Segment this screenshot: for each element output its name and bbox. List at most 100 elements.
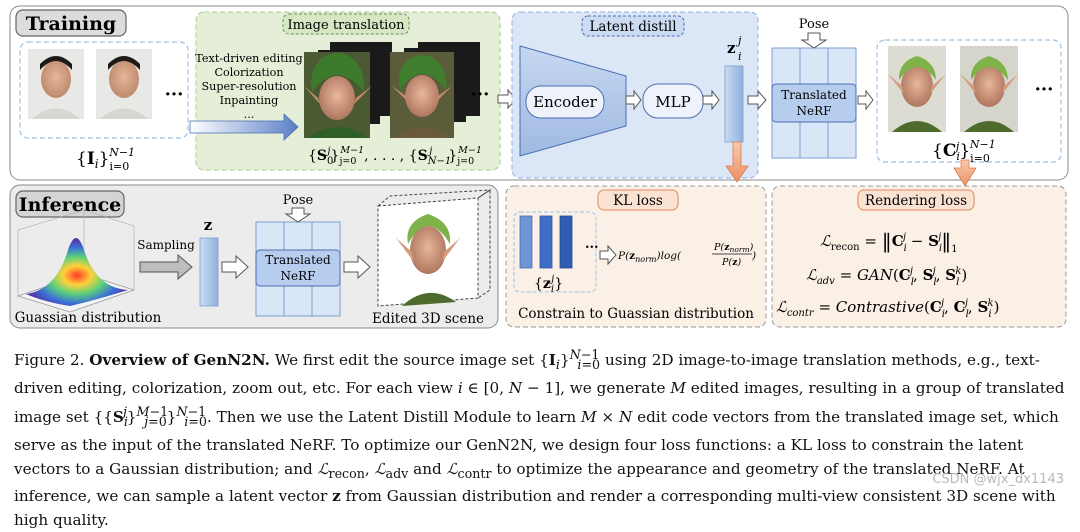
input-photo-1 [28, 49, 84, 119]
gaussian-label: Guassian distribution [15, 310, 162, 326]
edit-arrow [189, 113, 299, 141]
rendered-set-label: {Cij}i=0N−1 [932, 138, 996, 165]
svg-text:P(znorm)log(: P(znorm)log( [617, 250, 682, 264]
rendered-images-group [876, 39, 1062, 163]
svg-text:{Cij}i=0N−1: {Cij}i=0N−1 [932, 138, 996, 165]
caption-math-view-range: i [457, 378, 463, 397]
sampled-code-bar [199, 237, 219, 307]
loss-contr: ℒcontr = Contrastive(Cij, Clj, Sik) [776, 298, 999, 320]
training-title: Training [26, 13, 116, 35]
caption-math-translated-set: {{Sij}M−1j=0}N−1i=0 [93, 404, 207, 430]
pose-label-training: Pose [799, 17, 830, 32]
mlp-label: MLP [655, 93, 690, 111]
translation-ellipsis: ··· [471, 84, 490, 105]
edit-op-super-resolution: Super-resolution [201, 80, 296, 93]
inference-tag [15, 190, 125, 218]
svg-text:{Ii}i=0N−1: {Ii}i=0N−1 [76, 146, 135, 173]
rendered-ellipsis: ··· [1035, 79, 1054, 100]
caption-math-m: M [670, 378, 686, 397]
caption-math-mxn: M × N [581, 408, 633, 427]
svg-text:...: ... [585, 237, 599, 252]
pose-label-inference: Pose [283, 193, 314, 208]
input-ellipsis: ··· [165, 84, 184, 105]
nerf-to-render-arrow [857, 89, 874, 111]
elf-stack-1 [304, 42, 392, 138]
sampling-label: Sampling [137, 238, 195, 252]
caption-text-1: We first edit the source image set [274, 351, 535, 370]
nerf-to-scene-arrow [343, 254, 371, 280]
kl-loss-title: KL loss [613, 193, 663, 209]
elf-stack-2 [390, 42, 480, 138]
edit-op-text-driven: Text-driven editing [195, 52, 302, 65]
latent-code-label: z j i [727, 34, 742, 63]
input-images-group [19, 41, 189, 139]
figure-caption: Figure 2. Overview of GenN2N. We first e… [14, 347, 1065, 529]
edit-ops-list: Text-driven editing Colorization Super-r… [195, 52, 302, 121]
image-translation-title: Image translation [287, 18, 405, 33]
edited-3d-scene [377, 189, 492, 307]
edited-scene-label: Edited 3D scene [372, 311, 484, 327]
svg-text:j: j [735, 34, 742, 47]
encoder-to-mlp-arrow [625, 89, 642, 111]
svg-text:ℒcontr = Contrastive(Cij, Clj,: ℒcontr = Contrastive(Cij, Clj, Sik) [776, 298, 999, 320]
loss-adv: ℒadv = GAN(Clj, Slj, Slk) [806, 266, 967, 288]
svg-text:{S0j}j=0M−1, . . . , {SN−1j}j=: {S0j}j=0M−1, . . . , {SN−1j}j=0M−1 [308, 145, 482, 167]
latent-distill-tag [581, 15, 685, 37]
gaussian-surface-plot [16, 209, 136, 313]
caption-figure-number: Figure 2. [14, 351, 85, 370]
translated-nerf-inference: Translated NeRF [255, 221, 341, 317]
rendered-photo-2 [960, 46, 1018, 132]
watermark: CSDN @wjx_dx1143 [932, 472, 1064, 487]
pose-arrow-training [800, 32, 828, 49]
svg-text:Translated: Translated [781, 88, 847, 102]
latent-codes-stack: ... {zij} [513, 211, 599, 295]
to-rendering-loss-arrow [953, 159, 977, 187]
z-label-inference: z [204, 216, 213, 234]
inference-title: Inference [19, 194, 122, 216]
svg-text:{zij}: {zij} [534, 274, 563, 295]
pose-arrow-inference [284, 207, 312, 223]
inference-panel [9, 184, 499, 329]
caption-text-5: . Then we use the Latent Distill Module … [206, 408, 577, 427]
sampling-arrow [139, 253, 193, 281]
encoder-label: Encoder [533, 93, 598, 111]
edit-op-more: ... [244, 108, 255, 121]
input-set-label: {Ii}i=0N−1 [76, 146, 135, 173]
rendered-photo-1 [888, 46, 946, 132]
caption-math-losses: ℒrecon, ℒadv and ℒcontr [317, 459, 492, 481]
constrain-label: Constrain to Guassian distribution [518, 306, 754, 322]
genn2n-overview-figure: Training ··· {Ii}i=0N−1 Image translatio… [9, 5, 1069, 329]
caption-text-3: , we generate [560, 378, 666, 397]
edit-op-colorization: Colorization [214, 66, 283, 79]
caption-math-source-set: {Ii}N−1i=0 [539, 347, 601, 373]
latent-code-bar [724, 65, 744, 143]
svg-text:Translated: Translated [265, 253, 331, 267]
kl-loss-tag [597, 189, 679, 211]
svg-text:P(z): P(z) [721, 257, 742, 268]
rendering-loss-panel [771, 185, 1067, 328]
caption-text-2: using 2D image-to-image translation meth… [14, 351, 1040, 397]
svg-text:P(znorm): P(znorm) [713, 242, 754, 254]
svg-text:NeRF: NeRF [797, 104, 832, 118]
latent-distill-title: Latent distill [589, 19, 676, 35]
training-tag [15, 9, 127, 37]
z-to-nerf-arrow-inf [221, 254, 249, 280]
caption-math-z: z [332, 487, 341, 506]
caption-title: Overview of GenN2N. [89, 351, 270, 370]
svg-text:z: z [727, 39, 736, 57]
translated-nerf-training: Translated NeRF [771, 47, 857, 159]
svg-text:): ) [751, 250, 756, 262]
encoder-block [525, 85, 605, 119]
rendering-loss-title: Rendering loss [865, 193, 967, 209]
caption-text-4: edited images, resulting in a group of t… [14, 378, 1065, 427]
svg-text:i: i [738, 50, 742, 63]
loss-recon: ℒrecon = ‖Cij − Sij‖1 [820, 229, 958, 255]
z-to-nerf-arrow [747, 89, 767, 111]
caption-text-6: edit code vectors from the translated im… [14, 408, 1059, 478]
edit-op-inpainting: Inpainting [220, 94, 279, 107]
image-translation-tag [282, 13, 410, 35]
mlp-to-z-arrow [702, 89, 720, 111]
svg-text:ℒadv = GAN(Clj, Slj, Slk): ℒadv = GAN(Clj, Slj, Slk) [806, 266, 967, 288]
input-photo-2 [96, 49, 152, 119]
translated-set-label: {S0j}j=0M−1, . . . , {SN−1j}j=0M−1 [308, 145, 482, 167]
